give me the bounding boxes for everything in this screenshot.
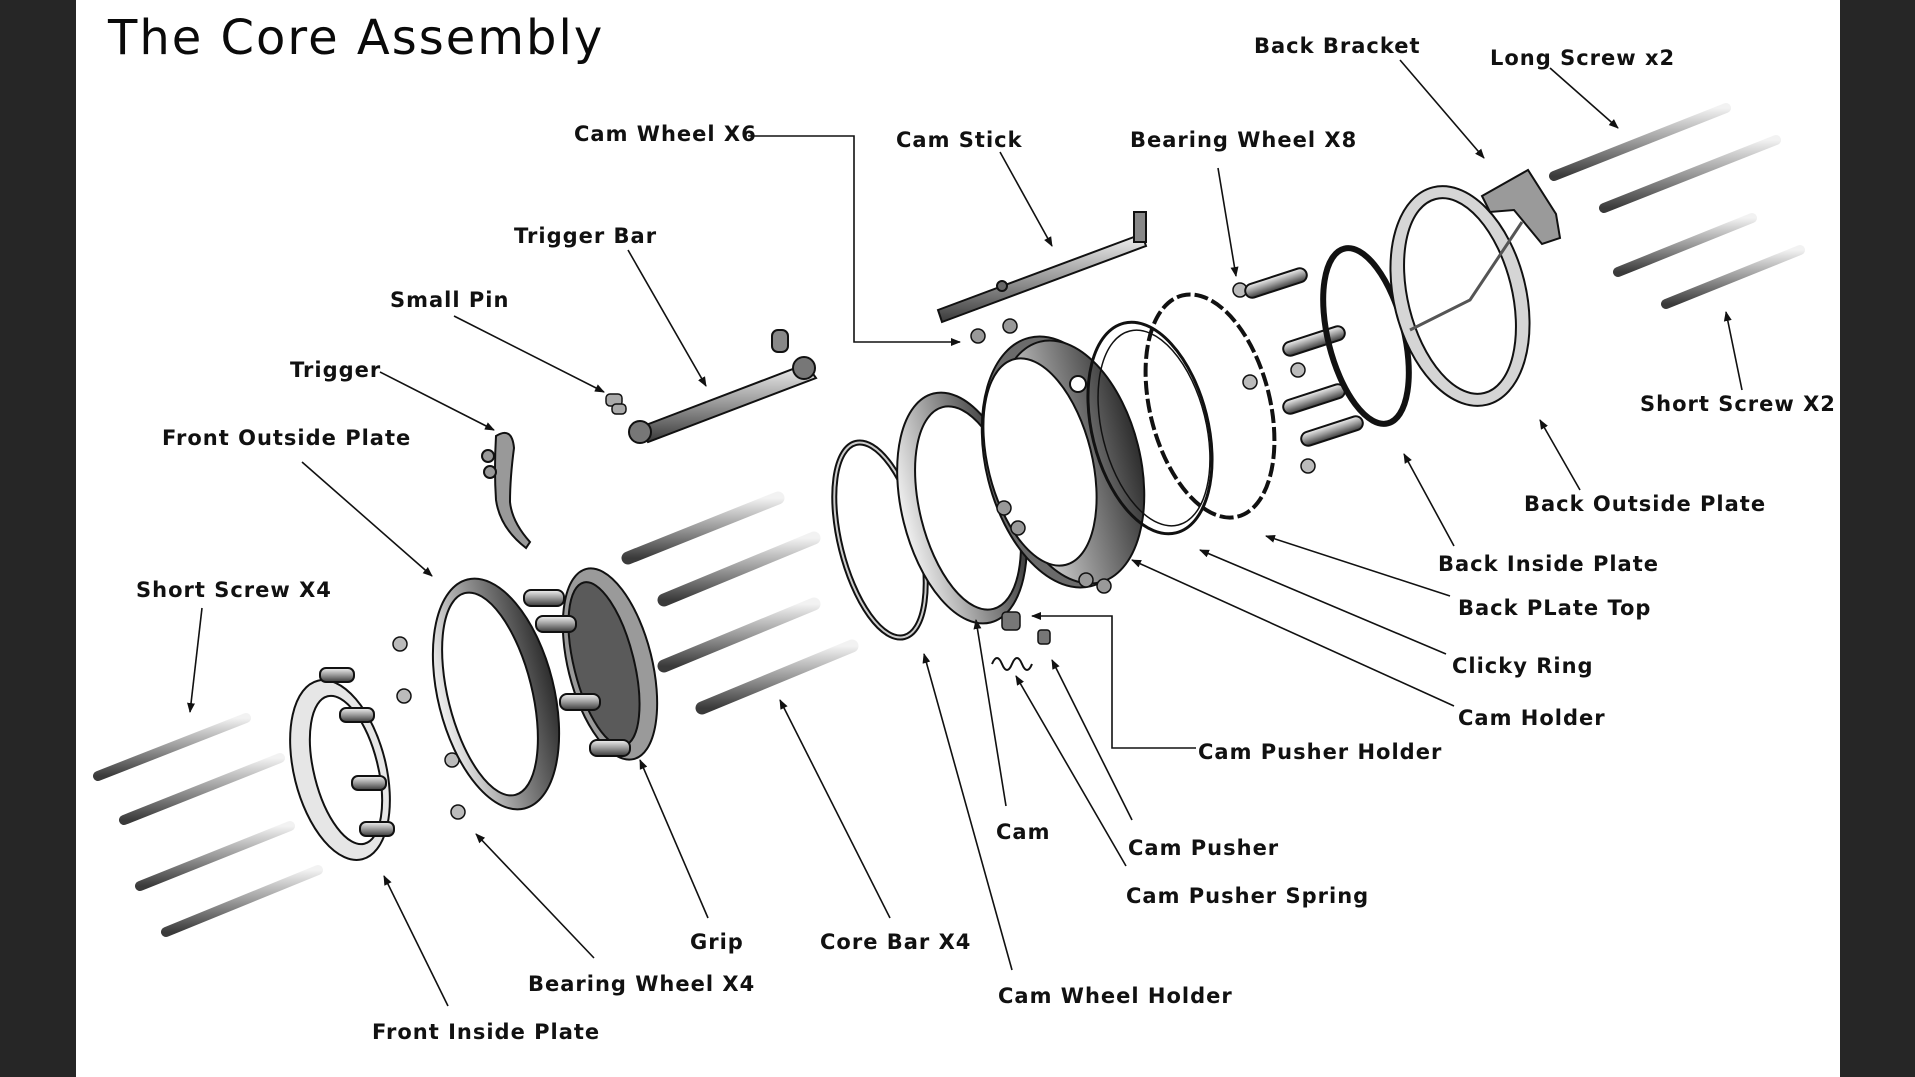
core-bar-x4-part: [621, 491, 859, 715]
label-bearing-wheel-x8: Bearing Wheel X8: [1130, 128, 1358, 152]
leader-short-screw-x4: [187, 607, 203, 713]
label-cam-stick: Cam Stick: [896, 128, 1023, 152]
leader-long-screw: [1549, 67, 1619, 129]
front-inside-plate-part: [289, 667, 395, 861]
leader-cam-pusher: [1051, 659, 1133, 821]
back-outside-plate-part: [1389, 185, 1531, 407]
leader-clicky-ring: [1199, 549, 1447, 655]
label-short-screw-x4: Short Screw X4: [136, 578, 332, 602]
label-back-bracket: Back Bracket: [1254, 34, 1421, 58]
label-front-outside-plate: Front Outside Plate: [162, 426, 412, 450]
leader-front-outside-plate: [301, 461, 433, 577]
cam-wheel-x6-part: [970, 318, 1112, 594]
label-core-bar-x4: Core Bar X4: [820, 930, 972, 954]
label-cam-holder: Cam Holder: [1458, 706, 1606, 730]
long-screw-x2-part: [1549, 103, 1781, 213]
cam-holder-part: [980, 335, 1146, 589]
label-cam-wheel-x6: Cam Wheel X6: [574, 122, 757, 146]
leader-cam: [973, 619, 1007, 807]
cam-stick-part: [936, 211, 1148, 324]
back-bracket-part: [1480, 168, 1562, 246]
label-cam-pusher-spring: Cam Pusher Spring: [1126, 884, 1370, 908]
leader-bearing-wheel-x8: [1217, 167, 1239, 277]
label-cam-pusher-holder: Cam Pusher Holder: [1198, 740, 1443, 764]
cam-pusher-spring-part: [991, 657, 1033, 671]
leader-back-inside-plate: [1403, 453, 1455, 547]
label-trigger-bar: Trigger Bar: [514, 224, 658, 248]
leader-cam-pusher-spring: [1015, 675, 1127, 867]
label-clicky-ring: Clicky Ring: [1452, 654, 1594, 678]
label-long-screw: Long Screw x2: [1490, 46, 1676, 70]
leader-trigger: [379, 371, 495, 431]
label-cam: Cam: [996, 820, 1051, 844]
back-plate-top-part: [1143, 292, 1277, 520]
label-back-inside-plate: Back Inside Plate: [1438, 552, 1659, 576]
back-inside-plate-part: [1244, 245, 1412, 447]
label-small-pin: Small Pin: [390, 288, 510, 312]
page-title: The Core Assembly: [108, 10, 605, 66]
bearing-wheel-x8-part: [1232, 282, 1316, 474]
leader-bearing-wheel-x4: [475, 833, 595, 959]
leader-cam-wheel: [748, 135, 961, 346]
grip-part: [523, 567, 659, 761]
label-front-inside-plate: Front Inside Plate: [372, 1020, 601, 1044]
leader-cam-pusher-holder: [1031, 612, 1196, 749]
trigger-part: [481, 432, 532, 550]
leader-grip: [639, 759, 709, 919]
leader-back-plate-top: [1265, 534, 1451, 597]
label-bearing-wheel-x4: Bearing Wheel X4: [528, 972, 756, 996]
label-short-screw-x2: Short Screw X2: [1640, 392, 1836, 416]
cam-pusher-holder-part: [1001, 611, 1051, 645]
leader-back-bracket: [1399, 59, 1485, 159]
short-screw-x2-part: [1613, 213, 1805, 309]
clicky-ring-part: [1086, 320, 1214, 536]
label-back-plate-top: Back PLate Top: [1458, 596, 1652, 620]
label-trigger: Trigger: [290, 358, 382, 382]
leader-small-pin: [453, 315, 605, 393]
leader-cam-stick: [999, 151, 1053, 247]
label-cam-wheel-holder: Cam Wheel Holder: [998, 984, 1233, 1008]
leader-trigger-bar: [627, 249, 707, 387]
trigger-bar-part: [628, 329, 818, 444]
leader-front-inside-plate: [383, 875, 449, 1007]
front-outside-plate-part: [431, 577, 561, 811]
leader-cam-holder: [1131, 559, 1455, 707]
short-screw-x4-part: [93, 713, 323, 937]
leader-core-bar: [779, 699, 891, 919]
label-back-outside-plate: Back Outside Plate: [1524, 492, 1767, 516]
leader-short-screw-x2: [1723, 311, 1743, 391]
leader-back-outside-plate: [1539, 419, 1581, 491]
label-grip: Grip: [690, 930, 744, 954]
label-cam-pusher: Cam Pusher: [1128, 836, 1280, 860]
leader-lines: [187, 59, 1743, 1007]
bearing-wheel-x4-part: [392, 636, 466, 820]
small-pin-part: [605, 393, 627, 415]
leader-cam-wheel-holder: [922, 653, 1013, 971]
